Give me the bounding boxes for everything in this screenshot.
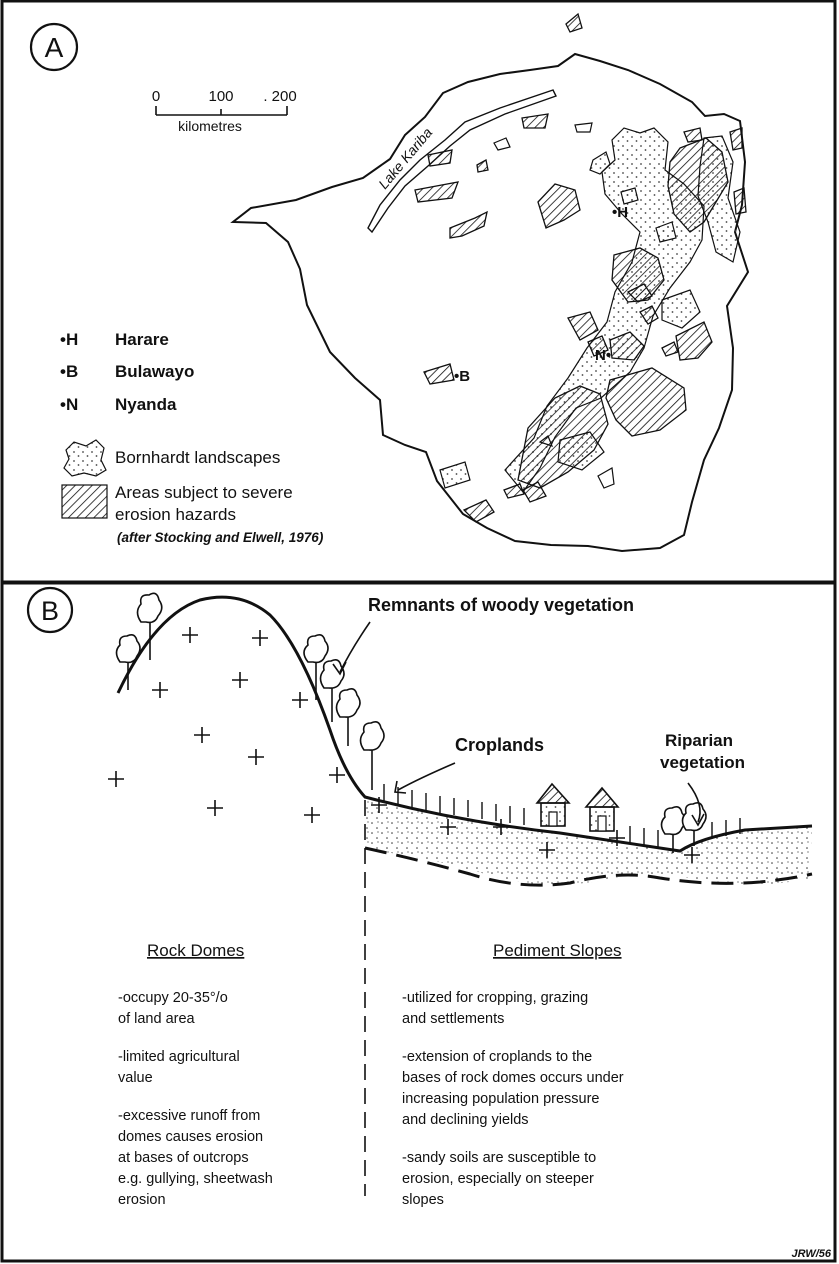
scale-bar: 0 100 . 200 kilometres <box>152 88 297 134</box>
pediment-note-2-line-4: and declining yields <box>402 1112 529 1128</box>
rock-domes-note-1-line-1: -occupy 20-35°/o <box>118 990 228 1006</box>
map-label-harare: •H <box>612 204 628 221</box>
bedrock-crosses <box>108 627 700 863</box>
tree-7 <box>660 806 686 853</box>
pediment-note-1-line-1: -utilized for cropping, grazing <box>402 990 588 1006</box>
scale-tick-0: 0 <box>152 88 160 105</box>
map-label-nyanda: N• <box>595 347 611 364</box>
label-remnants: Remnants of woody vegetation <box>368 595 634 615</box>
pediment-note-2-line-1: -extension of croplands to the <box>402 1049 592 1065</box>
label-riparian-1: Riparian <box>665 731 733 750</box>
tree-2 <box>136 592 163 660</box>
legend-erosion-label-2: erosion hazards <box>115 505 236 524</box>
ground-profile <box>116 595 813 853</box>
panel-b-border <box>0 581 837 1263</box>
pediment-note-2-line-3: increasing population pressure <box>402 1091 600 1107</box>
tree-5 <box>335 688 361 746</box>
pediment-note-3-line-3: slopes <box>402 1192 444 1208</box>
label-riparian-2: vegetation <box>660 753 745 772</box>
artist-mark: JRW/56 <box>791 1248 831 1260</box>
erosion-hazard-regions <box>414 12 747 523</box>
tree-1 <box>115 634 141 690</box>
scale-unit: kilometres <box>178 118 242 134</box>
map-legend: •H Harare •B Bulawayo •N Nyanda Bornhard… <box>60 330 324 545</box>
hut-1 <box>535 782 571 827</box>
pediment-note-1-line-2: and settlements <box>402 1011 504 1027</box>
legend-erosion-label-1: Areas subject to severe <box>115 483 293 502</box>
legend-code-harare: •H <box>60 330 78 349</box>
hut-2 <box>584 786 620 832</box>
legend-code-bulawayo: •B <box>60 362 78 381</box>
soil-base-dashed-line <box>364 846 813 887</box>
lake-kariba: Lake Kariba <box>367 89 557 234</box>
legend-name-harare: Harare <box>115 330 169 349</box>
rock-domes-note-3-line-2: domes causes erosion <box>118 1129 263 1145</box>
cropland-marks <box>383 784 741 847</box>
map-minor-features <box>493 122 615 489</box>
legend-swatch-erosion <box>61 484 108 519</box>
rock-domes-note-3-line-1: -excessive runoff from <box>118 1108 260 1124</box>
rock-domes-note-1-line-2: of land area <box>118 1011 196 1027</box>
pediment-note-3-line-1: -sandy soils are susceptible to <box>402 1150 596 1166</box>
legend-bornhardt-label: Bornhardt landscapes <box>115 448 280 467</box>
rock-domes-note-3-line-4: e.g. gullying, sheetwash <box>118 1171 273 1187</box>
legend-code-nyanda: •N <box>60 395 78 414</box>
pediment-note-3-line-2: erosion, especially on steeper <box>402 1171 594 1187</box>
annotation-arrows <box>332 621 705 827</box>
legend-name-nyanda: Nyanda <box>115 395 177 414</box>
pediment-slopes-column: Pediment Slopes -utilized for cropping, … <box>402 941 624 1208</box>
sandy-soil-layer <box>365 800 812 885</box>
scale-tick-100: 100 <box>208 88 233 105</box>
rock-domes-note-2-line-1: -limited agricultural <box>118 1049 240 1065</box>
pediment-slopes-heading: Pediment Slopes <box>493 941 622 960</box>
tree-3 <box>303 634 329 700</box>
map-label-bulawayo: •B <box>454 368 470 385</box>
rock-domes-note-3-line-5: erosion <box>118 1192 166 1208</box>
rock-domes-note-3-line-3: at bases of outcrops <box>118 1150 249 1166</box>
legend-swatch-bornhardt <box>63 439 107 477</box>
trees <box>115 592 707 853</box>
panel-a-badge-letter: A <box>45 32 64 63</box>
scale-tick-200: . 200 <box>263 88 296 105</box>
panel-b-badge: B <box>26 586 74 634</box>
rock-domes-heading: Rock Domes <box>147 941 244 960</box>
label-croplands: Croplands <box>455 735 544 755</box>
panel-b-badge-letter: B <box>41 596 59 626</box>
legend-name-bulawayo: Bulawayo <box>115 362 194 381</box>
panel-a-badge: A <box>29 22 79 72</box>
legend-credit: (after Stocking and Elwell, 1976) <box>117 530 324 545</box>
pediment-note-2-line-2: bases of rock domes occurs under <box>402 1070 624 1086</box>
tree-4 <box>319 659 345 722</box>
rock-domes-note-2-line-2: value <box>118 1070 153 1086</box>
tree-6 <box>359 721 385 790</box>
rock-domes-column: Rock Domes -occupy 20-35°/o of land area… <box>118 941 273 1208</box>
